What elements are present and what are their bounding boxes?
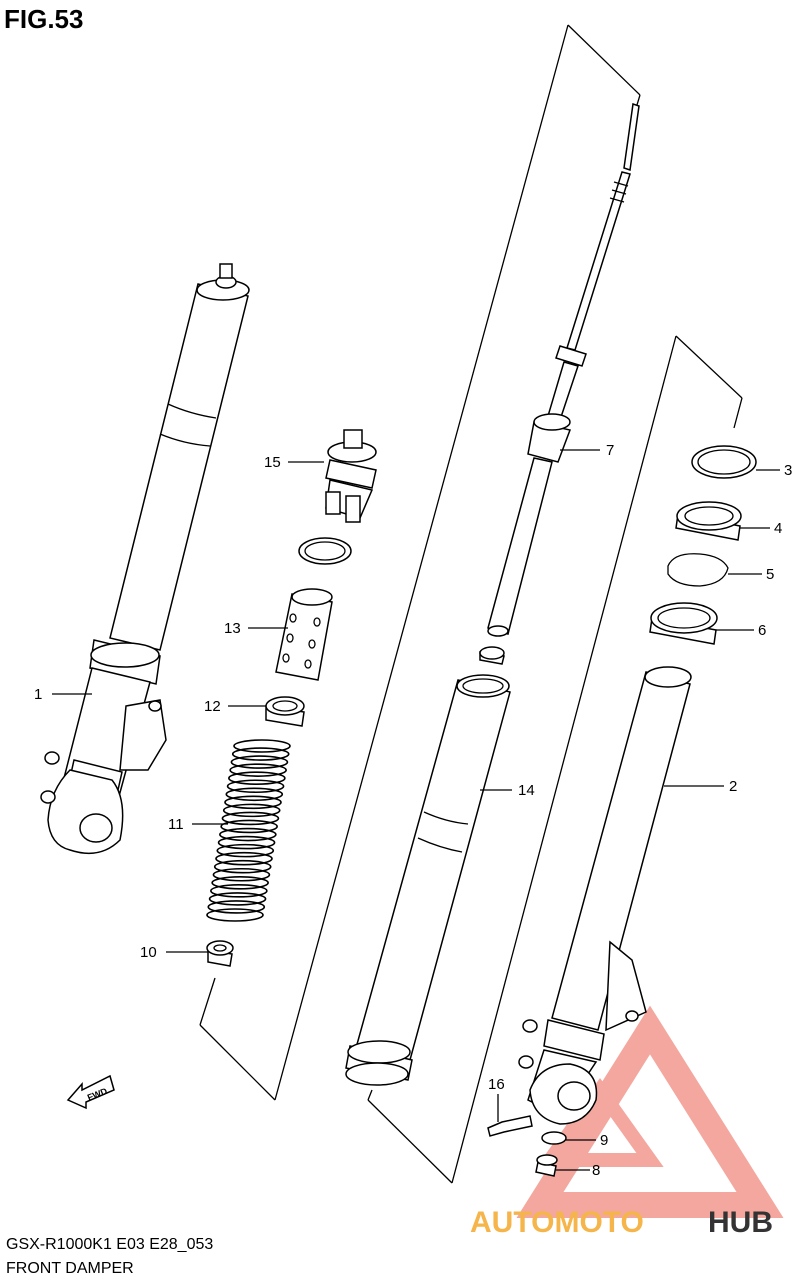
part-2-outer-tube xyxy=(518,666,692,1125)
spring-coil xyxy=(224,795,282,810)
callout-6: 6 xyxy=(758,622,766,639)
spring-coil xyxy=(215,851,273,866)
watermark-text: AUTOMOTO HUB xyxy=(470,1206,773,1239)
spring-coil xyxy=(220,819,278,834)
part-14-inner-tube xyxy=(345,674,511,1086)
callout-9: 9 xyxy=(600,1132,608,1149)
watermark-logo xyxy=(516,1005,784,1218)
part-9-gasket xyxy=(541,1131,567,1145)
spring-coil xyxy=(219,827,277,842)
spring-coil xyxy=(207,900,266,914)
spring-coil xyxy=(211,876,269,890)
callout-3: 3 xyxy=(784,462,792,479)
part-15-cap-bolt xyxy=(325,429,377,523)
spring-coil xyxy=(208,892,267,906)
part-1-outer-tube-assembly xyxy=(40,263,250,855)
callout-7: 7 xyxy=(606,442,614,459)
group-boundary-left xyxy=(199,24,641,1101)
part-16-bolt xyxy=(487,1115,533,1137)
spring-coil xyxy=(212,867,271,882)
part-6-bushing xyxy=(649,602,718,645)
spring-coil xyxy=(217,835,276,850)
callout-13: 13 xyxy=(224,620,241,637)
callout-5: 5 xyxy=(766,566,774,583)
spring-coil xyxy=(228,771,286,785)
spring-coil xyxy=(213,859,272,874)
part-8-drain-bolt xyxy=(535,1154,558,1177)
leader-lines xyxy=(52,449,780,1171)
callout-16: 16 xyxy=(488,1076,505,1093)
callout-11: 11 xyxy=(168,816,184,833)
section-title: FRONT DAMPER xyxy=(6,1260,134,1277)
callout-2: 2 xyxy=(729,778,737,795)
part-5-stopper-ring xyxy=(667,553,729,587)
part-7-damper-rod xyxy=(487,103,640,637)
part-4-oil-seal xyxy=(675,501,742,541)
spring-coil xyxy=(206,908,264,922)
part-12-washer xyxy=(265,696,305,727)
spring-coil xyxy=(210,884,268,898)
fwd-arrow-icon: FWD xyxy=(66,1074,115,1110)
watermark-text-part1: AUTOMOTO xyxy=(470,1206,644,1239)
group-boundary-right xyxy=(367,335,743,1184)
spring-coil xyxy=(230,755,289,769)
callout-1: 1 xyxy=(34,686,42,703)
spring-coil xyxy=(222,803,281,818)
model-code: GSX-R1000K1 E03 E28_053 xyxy=(6,1236,214,1253)
callout-12: 12 xyxy=(204,698,221,715)
rod-collar xyxy=(479,646,505,665)
callout-10: 10 xyxy=(140,944,157,961)
callout-8: 8 xyxy=(592,1162,600,1179)
spring-coil xyxy=(229,763,287,777)
part-3-dust-seal xyxy=(691,445,757,479)
spring-coil xyxy=(233,739,291,753)
figure-title: FIG.53 xyxy=(4,4,84,34)
spring-coil xyxy=(225,787,284,802)
part-11-spring xyxy=(206,739,291,922)
callout-14: 14 xyxy=(518,782,535,799)
watermark-text-part2: HUB xyxy=(708,1206,773,1239)
spring-coil xyxy=(221,811,280,826)
part-13-spacer xyxy=(275,588,333,681)
spring-coil xyxy=(216,843,275,858)
spring-coil xyxy=(231,747,290,761)
part-10-nut xyxy=(206,940,234,967)
callout-15: 15 xyxy=(264,454,281,471)
callout-4: 4 xyxy=(774,520,782,537)
spring-coil xyxy=(226,779,285,794)
callout-labels: 1 2 3 4 5 6 7 8 9 10 11 12 13 14 15 16 xyxy=(34,442,792,1179)
